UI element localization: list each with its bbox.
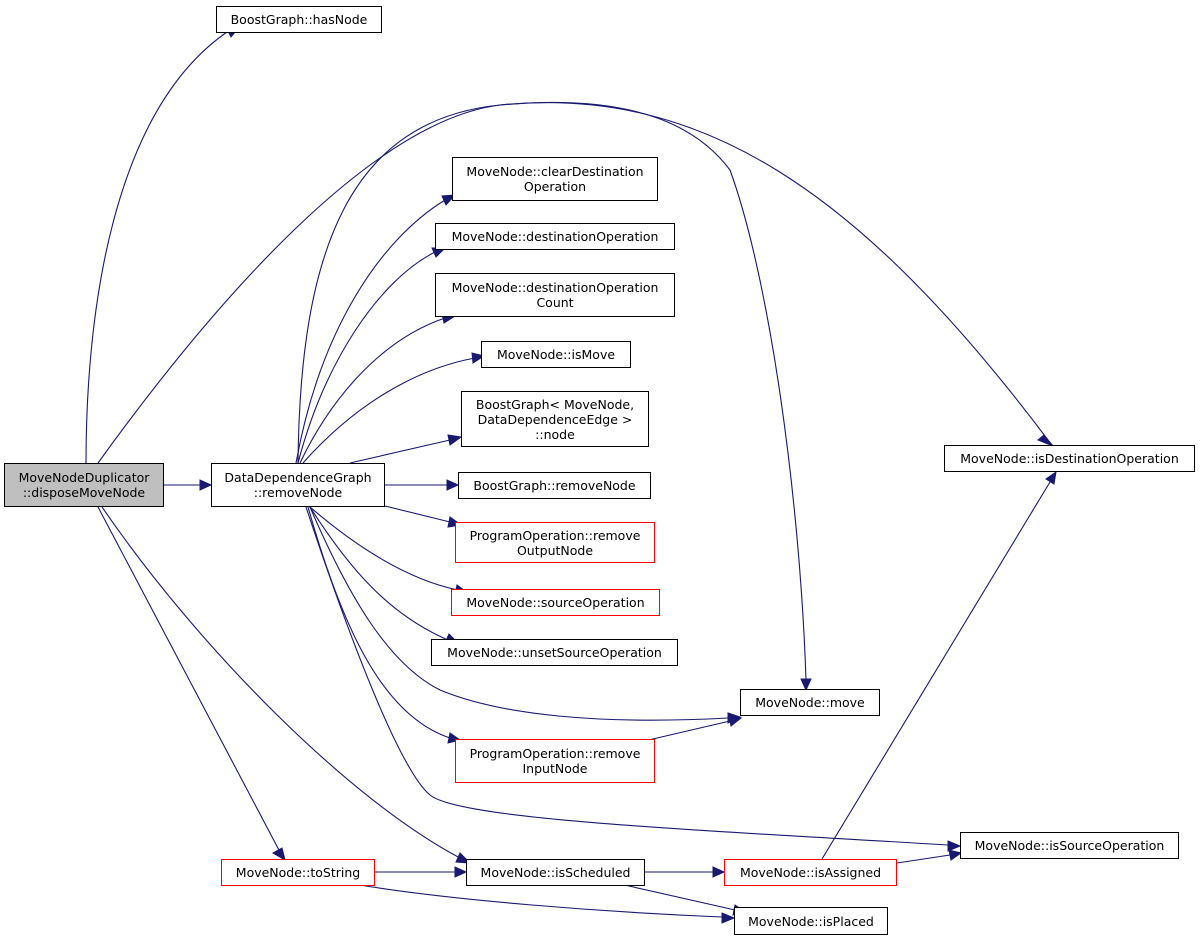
arrowhead bbox=[1037, 434, 1054, 447]
arrowhead bbox=[712, 866, 726, 878]
node-boostgraph-node[interactable]: BoostGraph< MoveNode, DataDependenceEdge… bbox=[461, 391, 649, 447]
arrowhead bbox=[1045, 470, 1057, 485]
node-destination-operation[interactable]: MoveNode::destinationOperation bbox=[435, 223, 675, 250]
edge-is-assigned-to-is-source-operation bbox=[896, 854, 951, 864]
node-move[interactable]: MoveNode::move bbox=[740, 689, 880, 716]
node-clear-destination-operation[interactable]: MoveNode::clearDestination Operation bbox=[452, 157, 658, 201]
node-remove-output-node[interactable]: ProgramOperation::remove OutputNode bbox=[455, 522, 655, 563]
node-ddg-remove-node[interactable]: DataDependenceGraph ::removeNode bbox=[211, 463, 385, 507]
edge-is-assigned-to-is-destination-operation bbox=[821, 481, 1051, 860]
arrowhead bbox=[721, 912, 736, 924]
arrowhead bbox=[800, 678, 812, 692]
node-remove-input-node[interactable]: ProgramOperation::remove InputNode bbox=[455, 739, 655, 783]
arrowhead bbox=[446, 479, 460, 491]
node-is-source-operation[interactable]: MoveNode::isSourceOperation bbox=[960, 832, 1179, 859]
edge-ddg-to-is-move bbox=[302, 357, 476, 464]
arrowhead bbox=[947, 840, 962, 852]
edge-root-to-has-node bbox=[85, 29, 231, 464]
node-boostgraph-remove-node[interactable]: BoostGraph::removeNode bbox=[458, 472, 651, 499]
node-source-operation[interactable]: MoveNode::sourceOperation bbox=[451, 589, 660, 616]
arrowhead bbox=[447, 434, 463, 446]
edge-ddg-to-remove-output-node bbox=[384, 505, 451, 523]
arrowhead bbox=[454, 866, 468, 878]
edge-ddg-to-is-source-operation bbox=[305, 506, 949, 846]
node-is-scheduled[interactable]: MoveNode::isScheduled bbox=[466, 859, 645, 886]
node-is-move[interactable]: MoveNode::isMove bbox=[481, 341, 631, 368]
edge-ddg-to-boostgraph-node bbox=[349, 439, 451, 464]
edge-root-to-is-scheduled bbox=[101, 506, 461, 859]
edge-ddg-to-destination-operation bbox=[297, 251, 436, 464]
edge-root-to-to-string bbox=[97, 506, 281, 853]
arrowhead bbox=[441, 194, 457, 206]
node-unset-source-operation[interactable]: MoveNode::unsetSourceOperation bbox=[431, 639, 678, 666]
node-is-placed[interactable]: MoveNode::isPlaced bbox=[734, 907, 888, 935]
node-is-destination-operation[interactable]: MoveNode::isDestinationOperation bbox=[944, 445, 1195, 472]
arrowhead bbox=[199, 479, 213, 491]
arrowhead bbox=[728, 715, 743, 727]
edge-ddg-to-clear-destination-operation bbox=[295, 199, 446, 464]
node-destination-operation-count[interactable]: MoveNode::destinationOperation Count bbox=[435, 273, 675, 317]
edge-to-string-to-is-placed bbox=[359, 884, 723, 918]
node-is-assigned[interactable]: MoveNode::isAssigned bbox=[724, 859, 897, 886]
edge-ddg-to-move-top-arc bbox=[297, 101, 807, 681]
node-to-string[interactable]: MoveNode::toString bbox=[221, 859, 375, 886]
edge-ddg-to-remove-input-node bbox=[307, 506, 451, 739]
edge-ddg-to-unset-source-operation bbox=[309, 506, 449, 641]
arrowhead bbox=[948, 849, 963, 861]
arrowhead bbox=[271, 847, 286, 862]
edge-ddg-to-destination-operation-count bbox=[299, 317, 446, 464]
node-has-node[interactable]: BoostGraph::hasNode bbox=[216, 6, 382, 33]
edge-ddg-to-source-operation bbox=[309, 506, 459, 591]
edge-ddg-to-move bbox=[309, 506, 729, 721]
edge-is-scheduled-to-is-placed bbox=[619, 883, 736, 911]
node-root-dispose-move-node: MoveNodeDuplicator ::disposeMoveNode bbox=[4, 463, 164, 507]
edge-remove-input-node-to-move bbox=[639, 720, 731, 743]
